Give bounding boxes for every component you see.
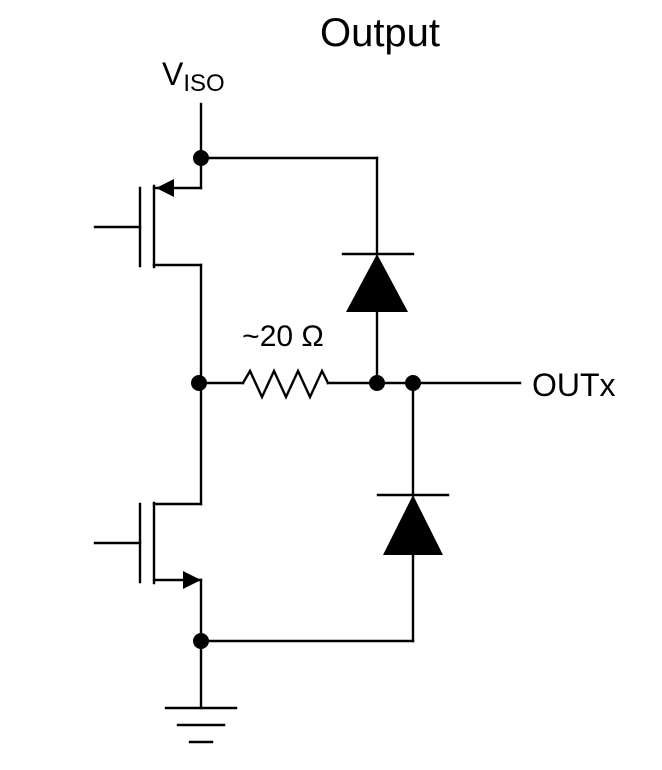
- junction-dot: [193, 633, 209, 649]
- lower-diode-icon: [383, 495, 443, 555]
- upper-diode: [341, 252, 415, 385]
- junction-dot: [193, 150, 209, 166]
- junction-dot: [405, 375, 421, 391]
- output-path: [199, 368, 522, 400]
- junction-dot: [191, 375, 207, 391]
- lower-transistor: [93, 381, 203, 643]
- upper-transistor: [93, 156, 203, 385]
- output-label: OUTx: [532, 367, 616, 403]
- resistor-label: ~20 Ω: [242, 320, 324, 353]
- nmos-arrow-icon: [183, 571, 201, 589]
- resistor: [241, 368, 330, 400]
- supply-label-subscript: ISO: [183, 70, 224, 97]
- supply-label: VISO: [162, 56, 225, 97]
- lower-diode: [376, 381, 450, 643]
- diagram-title: Output: [320, 11, 440, 55]
- supply-label-main: V: [162, 56, 184, 92]
- junction-dots: [191, 150, 421, 649]
- upper-diode-icon: [346, 254, 408, 312]
- junction-dot: [369, 375, 385, 391]
- pmos-arrow-icon: [156, 179, 174, 197]
- ground: [164, 639, 415, 744]
- supply-rail: [199, 102, 379, 256]
